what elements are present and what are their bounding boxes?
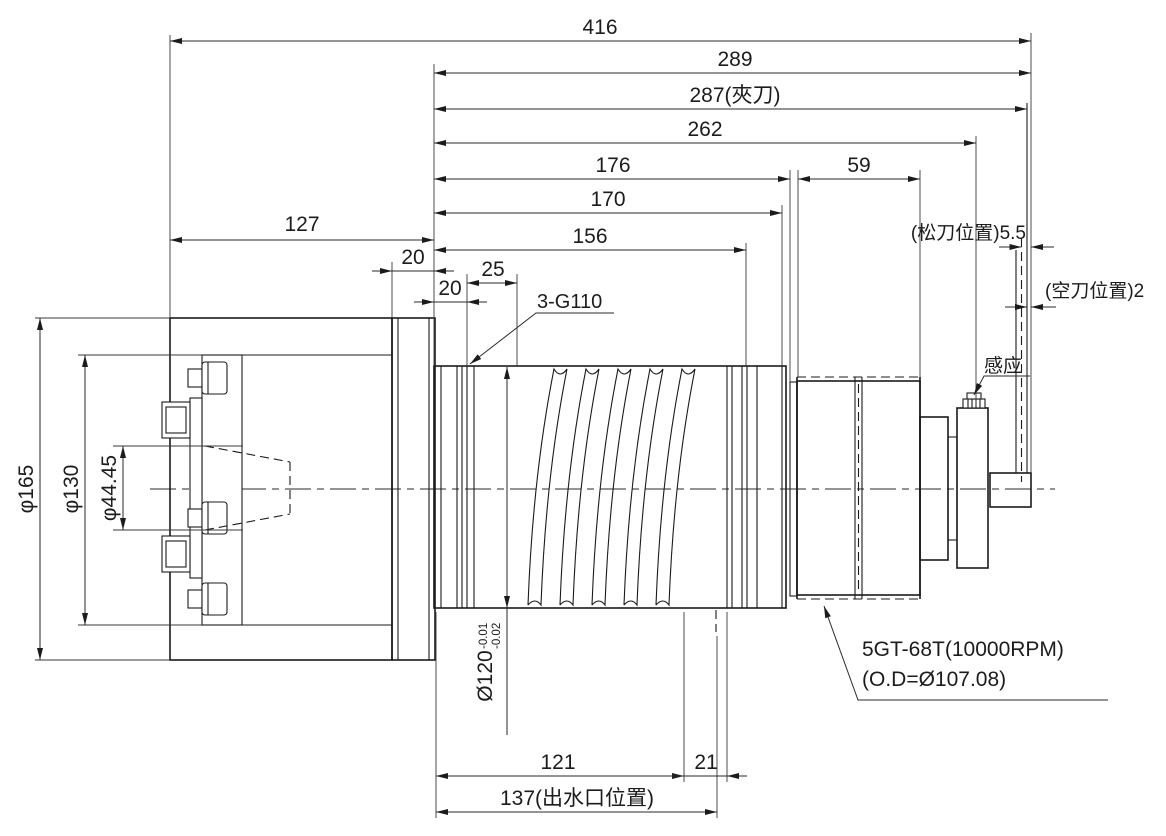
note-pulley-line1: 5GT-68T(10000RPM) (862, 638, 1064, 661)
dim-release-position: (松刀位置)5.5 (911, 222, 1054, 250)
clamp-plate (189, 397, 203, 579)
sensor-flag-plates (1015, 103, 1028, 482)
belt-pulley (789, 376, 921, 600)
dim-287-clamp: 287(夾刀) (434, 84, 1027, 112)
dim-dia-130: φ130 (60, 355, 88, 625)
dim-416: 416 (170, 16, 1031, 44)
clamp-block (161, 535, 191, 573)
dim-dia-120-tol-upper: -0.01 (478, 623, 490, 649)
dim-176-label: 176 (595, 154, 630, 177)
dim-empty-position: (空刀位置)2 (1005, 280, 1144, 310)
dim-121-label: 121 (540, 751, 575, 774)
dim-20-nose: 20 (414, 277, 487, 305)
dim-289: 289 (434, 48, 1031, 76)
dim-21: 21 (664, 751, 747, 779)
dim-59: 59 (798, 154, 920, 182)
dim-127-label: 127 (284, 213, 319, 236)
dim-176: 176 (434, 154, 790, 182)
cooling-spiral (527, 367, 696, 607)
drawbar-end (989, 472, 1032, 508)
dim-20-flange-label: 20 (401, 246, 424, 269)
leader-sensor: 感应 (973, 355, 1030, 396)
dim-121: 121 (436, 751, 684, 779)
dim-289-label: 289 (717, 48, 752, 71)
dim-25-label: 25 (481, 258, 504, 281)
dim-25: 25 (467, 258, 517, 286)
leader-pulley-spec: 5GT-68T(10000RPM) (O.D=Ø107.08) (823, 605, 1108, 701)
note-g110-label: 3-G110 (537, 291, 602, 313)
dim-dia-120: Ø120 -0.01 -0.02 (474, 367, 510, 735)
hex-bolt (187, 361, 228, 395)
dim-156-label: 156 (572, 225, 607, 248)
dim-dia-4445: φ44.45 (98, 446, 126, 530)
sensor-screw (962, 392, 986, 409)
dim-127: 127 (170, 213, 434, 243)
dim-release-position-label: (松刀位置)5.5 (911, 222, 1026, 244)
taper-hidden-line (204, 445, 291, 531)
dim-287-label: 287(夾刀) (689, 84, 780, 107)
clamp-block (161, 401, 191, 439)
dim-262: 262 (434, 118, 976, 146)
dim-137-water-outlet: 137(出水口位置) (436, 787, 717, 815)
dim-156: 156 (434, 225, 746, 253)
dim-262-label: 262 (687, 118, 722, 141)
rear-shaft-assembly (919, 103, 1032, 569)
dim-dia-165-label: φ165 (15, 465, 38, 514)
dim-empty-position-label: (空刀位置)2 (1045, 280, 1144, 302)
leader-g110: 3-G110 (469, 291, 614, 365)
spindle-cartridge-body (433, 365, 787, 632)
hex-bolt (187, 501, 228, 535)
dim-dia-120-label: Ø120 (474, 650, 497, 701)
front-housing (169, 317, 393, 661)
hex-bolt (187, 582, 228, 616)
dim-170: 170 (434, 188, 782, 216)
dim-dia-4445-label: φ44.45 (98, 455, 121, 521)
dim-416-label: 416 (582, 16, 617, 39)
dim-dia-130-label: φ130 (60, 465, 83, 514)
rotor-flange-plate (201, 354, 243, 626)
extension-lines (35, 33, 1032, 818)
dim-59-label: 59 (847, 154, 870, 177)
note-pulley-line2: (O.D=Ø107.08) (862, 668, 1006, 691)
dim-20-nose-label: 20 (438, 277, 461, 300)
dim-170-label: 170 (590, 188, 625, 211)
g110-port-grooves (456, 366, 475, 608)
dim-dia-165: φ165 (15, 318, 43, 660)
dim-137-label: 137(出水口位置) (500, 787, 654, 810)
sensor-ring (956, 407, 989, 569)
front-flange-fasteners (161, 361, 228, 616)
rear-ring-grooves (726, 366, 783, 608)
dim-21-label: 21 (694, 751, 717, 774)
dim-dia-120-tol-lower: -0.02 (491, 623, 503, 649)
note-sensor-label: 感应 (984, 355, 1022, 377)
dim-20-flange: 20 (372, 246, 454, 274)
mount-flange (391, 317, 436, 661)
